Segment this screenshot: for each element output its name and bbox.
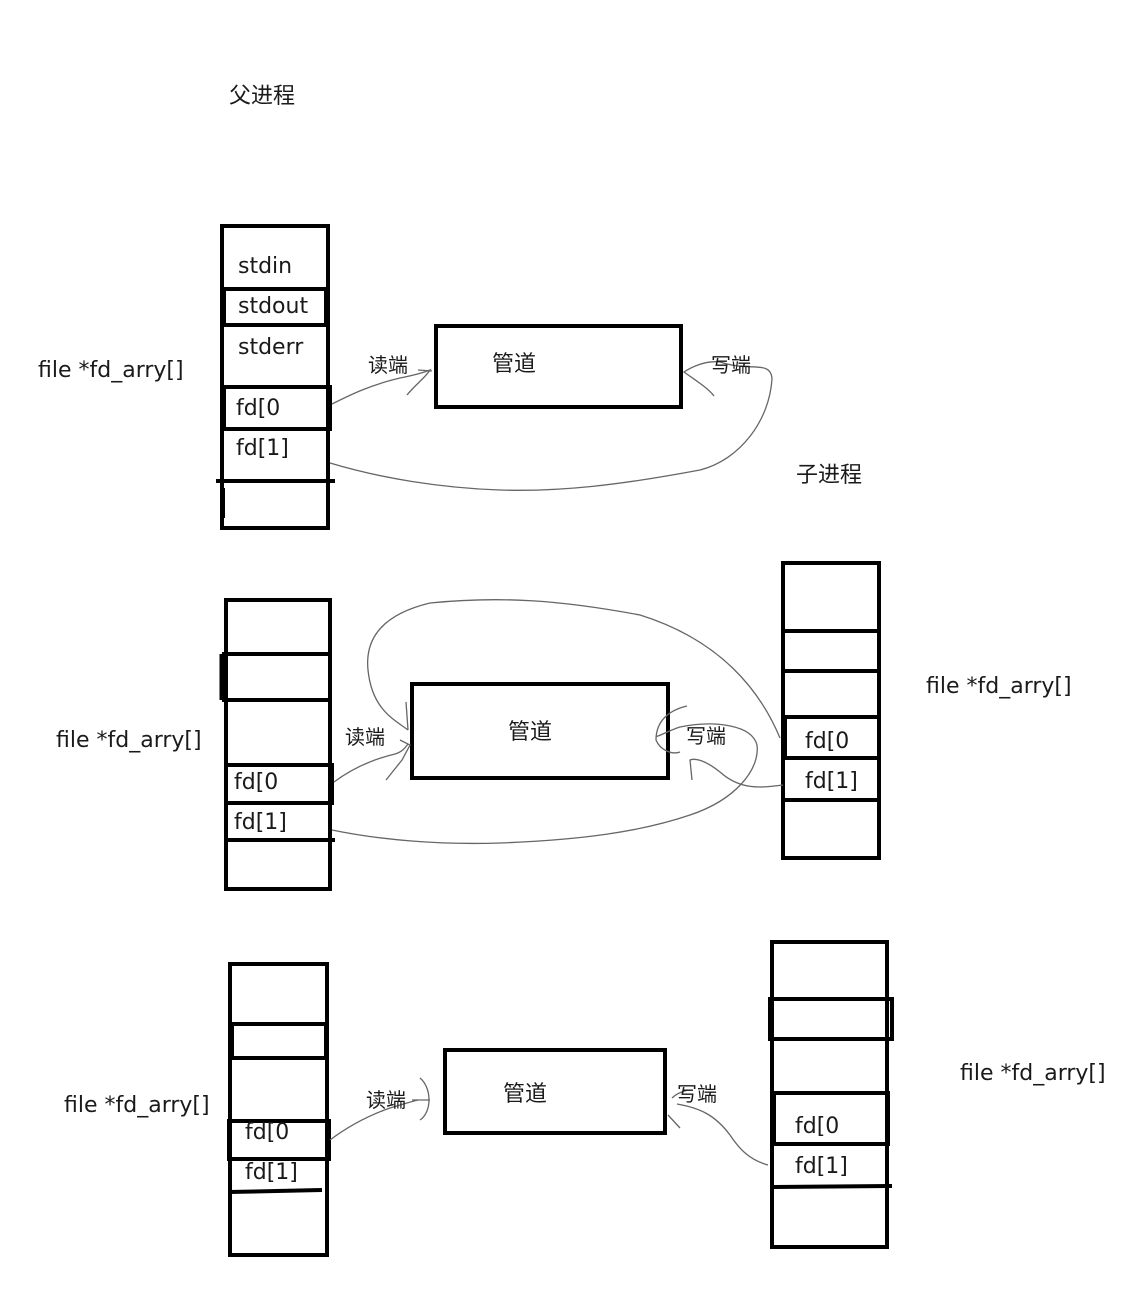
fd-table-frame (228, 962, 329, 1257)
fd0-cell (224, 763, 334, 805)
read-end-label: 读端 (368, 353, 408, 377)
write-end-label: 写端 (677, 1082, 717, 1106)
fd-table-frame (224, 598, 332, 891)
stage2-wire-parent-fd1-loop (331, 723, 758, 845)
child-fd0-entry: fd[0 (805, 729, 850, 754)
stdin-entry: stdin (238, 254, 293, 279)
stage1-read-end-bracket (417, 369, 433, 372)
stage3-wire-child-fd1-to-write-end (667, 1089, 769, 1166)
table-slot (222, 652, 332, 702)
stderr-entry: stderr (238, 335, 304, 360)
stage3-wire-parent-fd0-to-read-end (329, 1099, 419, 1141)
stage1-wire-fd0-to-read-end (331, 368, 432, 405)
fd-table-frame (781, 561, 881, 860)
stage1-pipe-box (434, 324, 683, 409)
fd1-entry: fd[1] (236, 436, 289, 461)
pipe-label: 管道 (508, 720, 553, 745)
fd-table-frame (220, 224, 330, 530)
stage1-parent-table (216, 224, 335, 530)
child-fd1-entry: fd[1] (795, 1154, 848, 1179)
fd1-entry: fd[1] (245, 1160, 298, 1185)
stage1-wire-fd1-to-write-end (329, 361, 773, 491)
table-slot (768, 997, 894, 1041)
stage3-pipe-box (443, 1048, 667, 1135)
stage3-read-end-bracket (412, 1077, 430, 1121)
fd0-entry: fd[0 (236, 396, 281, 421)
child-fd0-entry: fd[0 (795, 1114, 840, 1139)
stage2-wire-child-fd0-loop (366, 599, 781, 739)
write-end-label: 写端 (686, 724, 726, 748)
child-process-title: 子进程 (796, 463, 863, 488)
fd0-cell (222, 385, 332, 431)
stage2-parent-table (219, 598, 335, 891)
stage3-parent-table (227, 962, 331, 1257)
parent-process-title: 父进程 (229, 84, 296, 109)
fd-array-label: file *fd_arry[] (38, 358, 184, 383)
child-fd-array-label: file *fd_arry[] (926, 674, 1072, 699)
table-separator (773, 1184, 893, 1189)
stage2-read-end-marks (385, 701, 411, 781)
fd-array-label: file *fd_arry[] (64, 1093, 210, 1118)
fd0-entry: fd[0 (234, 770, 279, 795)
pipe-label: 管道 (492, 352, 537, 377)
fd0-cell (227, 1119, 331, 1161)
read-end-label: 读端 (366, 1088, 406, 1112)
stage2-wire-child-fd1-to-write-end (689, 758, 784, 788)
read-end-label: 读端 (345, 725, 385, 749)
child-fd-array-label: file *fd_arry[] (960, 1061, 1106, 1086)
stage2-child-table (781, 561, 881, 860)
table-slot (230, 1022, 328, 1060)
fd1-entry: fd[1] (234, 810, 287, 835)
fd0-cell (772, 1091, 890, 1146)
fd0-entry: fd[0 (245, 1120, 290, 1145)
stage2-wire-parent-fd0-to-read-end (333, 743, 409, 783)
fd-array-label: file *fd_arry[] (56, 728, 202, 753)
stdout-entry: stdout (238, 294, 309, 319)
write-end-label: 写端 (711, 353, 751, 377)
table-separator (228, 1188, 323, 1194)
pipe-label: 管道 (503, 1082, 548, 1107)
stage3-child-table (768, 940, 894, 1249)
stdout-cell (222, 287, 328, 327)
fd0-cell (783, 715, 881, 760)
child-fd1-entry: fd[1] (805, 769, 858, 794)
stage2-write-end-curl (655, 705, 688, 754)
